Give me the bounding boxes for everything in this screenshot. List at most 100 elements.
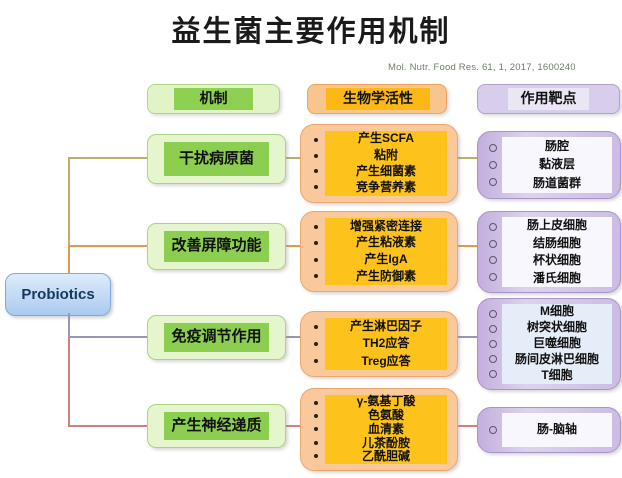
mechanism-label: 干扰病原菌 [164, 142, 269, 176]
activity-item: 乙酰胆碱 [361, 449, 410, 464]
bullet-strip [308, 132, 323, 195]
bullet-circle-icon [488, 309, 497, 318]
target-box: 肠上皮细胞结肠细胞杯状细胞潘氏细胞 [477, 211, 621, 293]
target-item: 潘氏细胞 [532, 270, 581, 285]
target-box: 肠腔黏液层肠道菌群 [477, 131, 621, 199]
target-item: M细胞 [540, 304, 574, 319]
target-list: 肠-脑轴 [502, 413, 612, 447]
connector-line [456, 157, 477, 159]
activity-item: 产生IgA [364, 252, 408, 267]
target-item: 黏液层 [538, 157, 575, 172]
activity-item: 粘附 [373, 147, 398, 162]
header-activity: 生物学活性 [307, 84, 447, 114]
header-target: 作用靶点 [477, 84, 620, 114]
bullet-circle-icon [488, 256, 497, 265]
mechanism-label: 免疫调节作用 [164, 323, 269, 352]
mechanism-box: 改善屏障功能 [147, 223, 286, 270]
target-item: 肠腔 [544, 138, 569, 153]
target-list: 肠腔黏液层肠道菌群 [502, 137, 612, 193]
bullet-circle-icon [488, 143, 497, 152]
branch-line [68, 157, 148, 159]
target-item: 杯状细胞 [532, 253, 581, 268]
bullet-dot-icon [313, 185, 318, 190]
connector-line [456, 336, 477, 338]
bullet-circle-icon [488, 178, 497, 187]
trunk-line [68, 313, 70, 337]
bullet-dot-icon [313, 225, 318, 230]
mechanism-label: 改善屏障功能 [164, 231, 269, 262]
branch-line [68, 336, 148, 338]
activity-item: 色氨酸 [367, 407, 404, 422]
target-item: 肠间皮淋巴细胞 [514, 352, 599, 367]
header-target-label: 作用靶点 [508, 88, 589, 110]
bullet-circle-icon [488, 355, 497, 364]
mechanism-label: 产生神经递质 [164, 412, 269, 440]
bullet-dot-icon [313, 137, 318, 142]
bullet-circle-icon [488, 272, 497, 281]
bullet-dot-icon [313, 273, 318, 278]
header-activity-label: 生物学活性 [326, 88, 430, 110]
bullet-dot-icon [313, 241, 318, 246]
bullet-dot-icon [313, 169, 318, 174]
trunk-line [68, 336, 70, 426]
connector-line [456, 245, 477, 247]
bullet-circle-icon [488, 370, 497, 379]
mechanism-box: 免疫调节作用 [147, 315, 286, 360]
connector-line [284, 336, 300, 338]
activity-list: γ-氨基丁酸色氨酸血清素儿茶酚胺乙酰胆碱 [325, 394, 447, 464]
connector-line [456, 425, 477, 427]
target-list: 肠上皮细胞结肠细胞杯状细胞潘氏细胞 [502, 217, 612, 287]
bullet-strip [485, 139, 500, 191]
trunk-line [68, 157, 70, 246]
connector-line [284, 157, 300, 159]
connector-line [284, 425, 300, 427]
bullet-dot-icon [313, 454, 318, 459]
activity-item: 儿茶酚胺 [361, 435, 410, 450]
bullet-dot-icon [313, 358, 318, 363]
target-item: T细胞 [541, 368, 573, 383]
bullet-circle-icon [488, 339, 497, 348]
bullet-dot-icon [313, 341, 318, 346]
activity-item: TH2应答 [362, 336, 410, 351]
bullet-dot-icon [313, 325, 318, 330]
bullet-strip [485, 415, 500, 445]
bullet-dot-icon [313, 153, 318, 158]
bullet-strip [308, 319, 323, 369]
bullet-dot-icon [313, 400, 318, 405]
page-title: 益生菌主要作用机制 [171, 16, 451, 48]
bullet-dot-icon [313, 257, 318, 262]
target-item: 肠道菌群 [532, 175, 581, 190]
branch-line [68, 425, 148, 427]
bullet-dot-icon [313, 427, 318, 432]
activity-item: 产生淋巴因子 [349, 318, 422, 333]
target-item: 肠-脑轴 [537, 422, 577, 437]
header-mechanism: 机制 [147, 84, 280, 114]
bullet-circle-icon [488, 239, 497, 248]
bullet-circle-icon [488, 324, 497, 333]
mechanism-box: 产生神经递质 [147, 404, 286, 448]
connector-line [284, 245, 300, 247]
bullet-strip [485, 219, 500, 285]
target-item: 树突状细胞 [526, 320, 587, 335]
activity-box: γ-氨基丁酸色氨酸血清素儿茶酚胺乙酰胆碱 [300, 388, 458, 471]
header-mechanism-label: 机制 [174, 88, 253, 110]
bullet-dot-icon [313, 440, 318, 445]
bullet-dot-icon [313, 414, 318, 419]
mechanism-box: 干扰病原菌 [147, 134, 286, 184]
target-item: 肠上皮细胞 [526, 218, 587, 233]
target-item: 巨噬细胞 [532, 336, 581, 351]
activity-item: 产生SCFA [357, 131, 414, 146]
bullet-circle-icon [488, 223, 497, 232]
bullet-circle-icon [488, 426, 497, 434]
activity-item: 产生防御素 [355, 268, 416, 283]
citation-text: Mol. Nutr. Food Res. 61, 1, 2017, 160024… [388, 62, 576, 73]
